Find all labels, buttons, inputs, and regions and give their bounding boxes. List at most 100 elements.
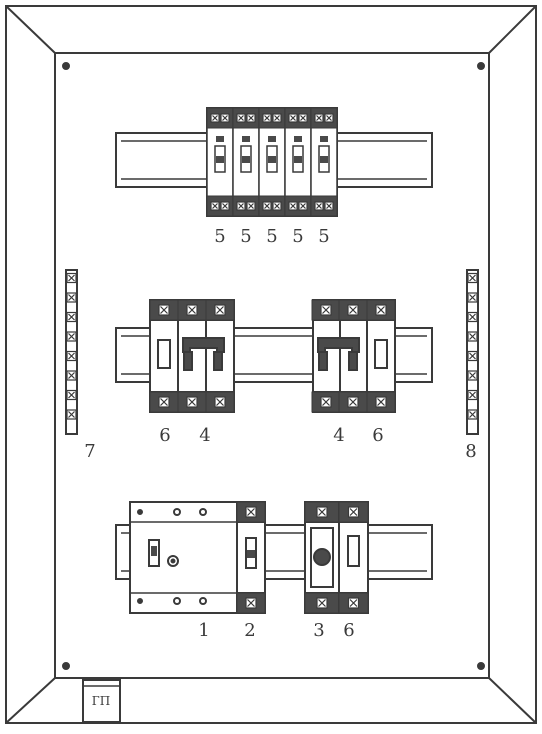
label-top-1: 5 <box>214 226 225 247</box>
breaker-toggle-lever <box>294 156 302 163</box>
terminal-screw-icon <box>272 113 282 123</box>
terminal-strip-right <box>466 269 479 435</box>
single-breaker <box>236 501 266 614</box>
terminal-screw-icon <box>186 304 198 316</box>
terminal-screw-icon <box>467 409 478 420</box>
label-top-4: 5 <box>292 226 303 247</box>
mounting-screw-top-left <box>62 62 70 70</box>
terminal-screw-icon <box>324 201 334 211</box>
circuit-breaker <box>232 107 260 217</box>
terminal-screw-icon <box>245 597 257 609</box>
terminal-screw-icon <box>245 506 257 518</box>
terminal-screw-icon <box>262 201 272 211</box>
meter-screw <box>199 597 207 605</box>
terminal-screw-icon <box>236 201 246 211</box>
rcd-toggle-right <box>348 351 358 371</box>
circuit-breaker <box>206 107 234 217</box>
meter-screw <box>199 508 207 516</box>
terminal-screw-icon <box>467 292 478 303</box>
meter-screw <box>173 508 181 516</box>
terminal-screw-icon <box>467 311 478 323</box>
meter-screw <box>137 598 143 604</box>
terminal-screw-icon <box>347 597 360 609</box>
terminal-screw-icon <box>236 113 246 123</box>
terminal-screw-icon <box>375 304 387 316</box>
label-middle-left-2: 4 <box>199 425 210 446</box>
label-middle-left-1: 6 <box>159 425 170 446</box>
terminal-screw-icon <box>66 292 77 303</box>
terminal-screw-icon <box>246 201 256 211</box>
terminal-screw-icon <box>214 304 226 316</box>
rcd-toggle-right <box>213 351 223 371</box>
meter-indicator-icon <box>167 555 179 567</box>
circuit-breaker <box>258 107 286 217</box>
terminal-screw-icon <box>210 201 220 211</box>
terminal-screw-icon <box>347 396 359 408</box>
frame-bevel-top-right <box>488 5 537 54</box>
terminal-screw-icon <box>66 272 77 284</box>
energy-meter-body <box>129 501 238 614</box>
label-bottom-2: 2 <box>244 620 255 641</box>
terminal-screw-icon <box>467 350 478 362</box>
breaker-toggle-lever <box>268 156 276 163</box>
terminal-screw-icon <box>220 113 230 123</box>
terminal-screw-icon <box>467 272 478 284</box>
reference-labels: 5 5 5 5 5 6 4 4 6 7 8 1 2 3 6 <box>84 226 476 641</box>
terminal-screw-icon <box>324 113 334 123</box>
terminal-screw-icon <box>467 389 478 401</box>
breaker-toggle-lever <box>247 550 255 558</box>
terminal-screw-icon <box>214 396 226 408</box>
meter-screw <box>137 509 143 515</box>
frame-bevel-bottom-left <box>5 677 56 724</box>
terminal-screw-icon <box>186 396 198 408</box>
top-breaker-group <box>206 107 338 217</box>
label-top-3: 5 <box>266 226 277 247</box>
breaker-toggle-lever <box>320 156 328 163</box>
terminal-screw-icon <box>66 409 77 420</box>
frame-bevel-top-left <box>5 5 56 54</box>
terminal-screw-icon <box>210 113 220 123</box>
terminal-screw-icon <box>158 396 170 408</box>
terminal-strip-left <box>65 269 78 435</box>
label-terminal-strip-left: 7 <box>84 441 95 462</box>
label-middle-right-2: 6 <box>372 425 383 446</box>
label-terminal-strip-right: 8 <box>465 441 476 462</box>
rcd-toggle-left <box>183 351 193 371</box>
indicator-module-window <box>347 535 360 567</box>
label-top-5: 5 <box>318 226 329 247</box>
circuit-breaker <box>284 107 312 217</box>
energy-meter <box>129 501 238 614</box>
terminal-screw-icon <box>272 201 282 211</box>
label-top-2: 5 <box>240 226 251 247</box>
gland-plate-label: ГП <box>92 694 110 708</box>
terminal-screw-icon <box>66 331 77 342</box>
terminal-screw-icon <box>66 350 77 362</box>
terminal-screw-icon <box>298 201 308 211</box>
meter-indicator-dot <box>170 558 176 564</box>
frame-bevel-bottom-right <box>488 677 537 724</box>
breaker-toggle-lever <box>216 156 224 163</box>
middle-right-group <box>311 299 396 413</box>
mounting-screw-bottom-right <box>477 662 485 670</box>
mounting-screw-top-right <box>477 62 485 70</box>
terminal-screw-icon <box>316 597 328 609</box>
terminal-screw-icon <box>262 113 272 123</box>
rcd-toggle-left <box>318 351 328 371</box>
label-bottom-1: 1 <box>198 620 209 641</box>
meter-display-digits <box>151 546 157 556</box>
terminal-screw-icon <box>314 113 324 123</box>
terminal-screw-icon <box>288 201 298 211</box>
terminal-screw-icon <box>320 304 332 316</box>
meter-screw <box>173 597 181 605</box>
terminal-screw-icon <box>314 201 324 211</box>
surge-indicator-icon <box>313 548 331 566</box>
indicator-module <box>338 501 369 614</box>
circuit-breaker <box>310 107 338 217</box>
terminal-screw-icon <box>298 113 308 123</box>
indicator-window <box>374 339 388 369</box>
middle-left-group <box>149 299 235 413</box>
mounting-screw-bottom-left <box>62 662 70 670</box>
label-bottom-4: 6 <box>343 620 354 641</box>
